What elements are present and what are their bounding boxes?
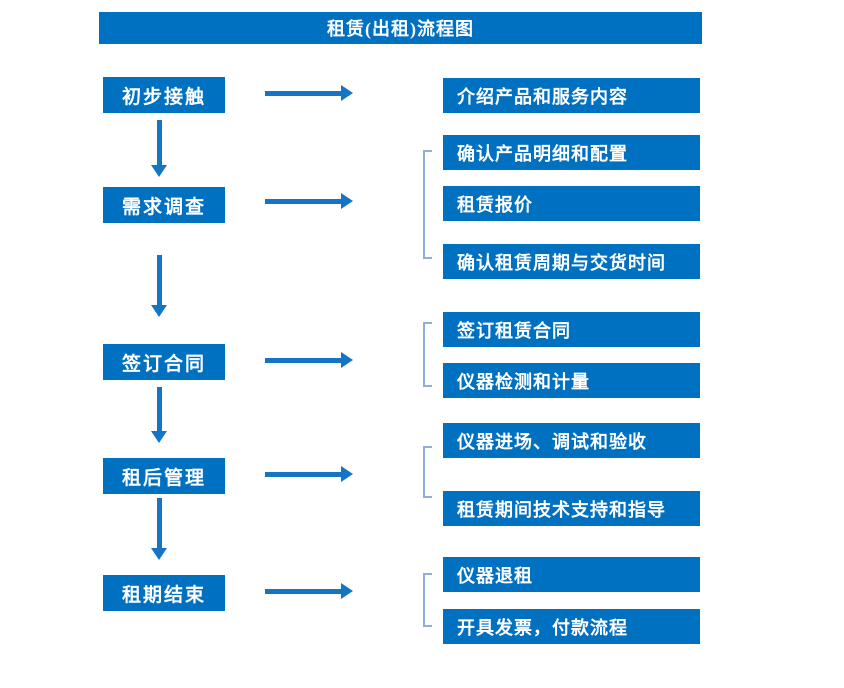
arrow-right-icon — [265, 85, 353, 101]
detail-box-instrument-setup: 仪器进场、调试和验收 — [443, 423, 700, 458]
group-bracket — [423, 446, 432, 498]
detail-box-invoice-payment: 开具发票，付款流程 — [443, 609, 700, 644]
arrow-right-icon — [265, 583, 353, 599]
detail-box-confirm-period: 确认租赁周期与交货时间 — [443, 244, 700, 279]
group-bracket — [423, 150, 432, 259]
arrow-down-icon — [151, 387, 167, 443]
diagram-title: 租赁(出租)流程图 — [99, 12, 702, 44]
stage-box-demand-survey: 需求调查 — [103, 187, 225, 223]
detail-box-tech-support: 租赁期间技术支持和指导 — [443, 491, 700, 526]
detail-box-sign-rental-contract: 签订租赁合同 — [443, 312, 700, 347]
arrow-down-icon — [151, 498, 167, 560]
group-bracket — [423, 322, 432, 387]
detail-box-introduce-products: 介绍产品和服务内容 — [443, 78, 700, 113]
detail-box-rental-quote: 租赁报价 — [443, 186, 700, 221]
detail-box-instrument-inspection: 仪器检测和计量 — [443, 363, 700, 398]
detail-box-confirm-product-spec: 确认产品明细和配置 — [443, 135, 700, 170]
stage-box-sign-contract: 签订合同 — [103, 344, 225, 380]
arrow-right-icon — [265, 352, 353, 368]
stage-box-post-rental: 租后管理 — [103, 458, 225, 494]
arrow-down-icon — [151, 255, 167, 317]
arrow-right-icon — [265, 193, 353, 209]
stage-box-rental-end: 租期结束 — [103, 575, 225, 611]
detail-box-instrument-return: 仪器退租 — [443, 557, 700, 592]
stage-box-initial-contact: 初步接触 — [103, 77, 225, 113]
group-bracket — [423, 573, 432, 627]
arrow-down-icon — [151, 120, 167, 177]
arrow-right-icon — [265, 466, 353, 482]
